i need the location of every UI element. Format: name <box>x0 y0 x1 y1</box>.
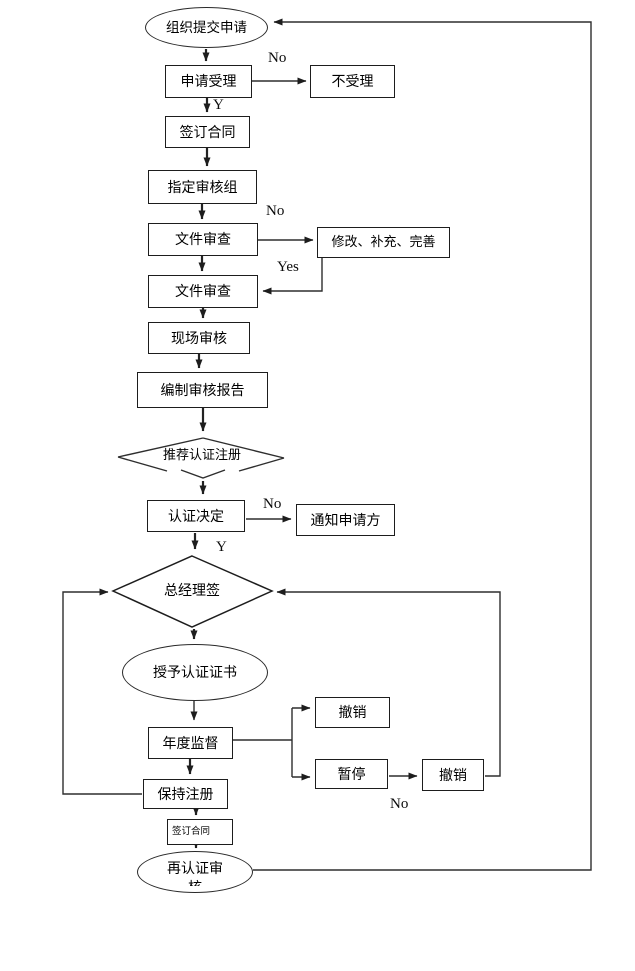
edge-label-no-decision: No <box>263 496 282 512</box>
node-suspend: 暂停 <box>315 759 388 789</box>
edge-label-no-accept: No <box>268 50 287 66</box>
node-grant-certificate: 授予认证证书 <box>122 644 268 701</box>
edge-recert-to-submit <box>253 18 592 871</box>
node-compile-audit-report: 编制审核报告 <box>137 372 268 408</box>
node-annual-supervision: 年度监督 <box>148 727 233 759</box>
node-organization-submit-application: 组织提交申请 <box>145 7 268 48</box>
node-assign-audit-team: 指定审核组 <box>148 170 257 204</box>
node-onsite-audit: 现场审核 <box>148 322 250 354</box>
edge-label-y-accept: Y <box>213 97 224 113</box>
edge-label-no-suspend: No <box>390 796 409 812</box>
edge-keep-to-gmsign <box>62 588 142 795</box>
node-keep-registration: 保持注册 <box>143 779 228 809</box>
edge-label-y-decision: Y <box>216 539 227 555</box>
recommend-diamond-edge <box>202 437 285 459</box>
edge-modify-docreview2 <box>262 258 323 295</box>
node-general-manager-sign: 总经理签 <box>164 582 220 599</box>
node-recommend-certification-registration: 推荐认证注册 <box>162 446 241 462</box>
recommend-diamond-edge <box>117 456 168 472</box>
gm-sign-diamond <box>111 555 274 628</box>
node-not-accepted: 不受理 <box>310 65 395 98</box>
edge-label-no-docreview: No <box>266 203 285 219</box>
edge-label-yes-modify: Yes <box>277 259 299 275</box>
recommend-diamond-chevron <box>180 469 226 479</box>
recommend-diamond-edge <box>238 457 285 472</box>
node-certification-decision: 认证决定 <box>147 500 245 532</box>
node-revoke-right: 撤销 <box>422 759 484 791</box>
edge-revoke-to-gmsign <box>276 588 501 777</box>
node-notify-applicant: 通知申请方 <box>296 504 395 536</box>
node-sign-contract: 签订合同 <box>165 116 250 148</box>
node-recertification-audit: 再认证审核 <box>137 851 253 893</box>
node-application-acceptance: 申请受理 <box>165 65 252 98</box>
node-modify-supplement-improve: 修改、补充、完善 <box>317 227 450 258</box>
node-revoke-top: 撤销 <box>315 697 390 728</box>
recommend-diamond-edge <box>117 437 204 458</box>
node-document-review-2: 文件审查 <box>148 275 258 308</box>
node-sign-contract-small: 签订合同 <box>167 819 233 845</box>
node-document-review-1: 文件审查 <box>148 223 258 256</box>
recertification-label: 再认证审核 <box>167 860 223 886</box>
